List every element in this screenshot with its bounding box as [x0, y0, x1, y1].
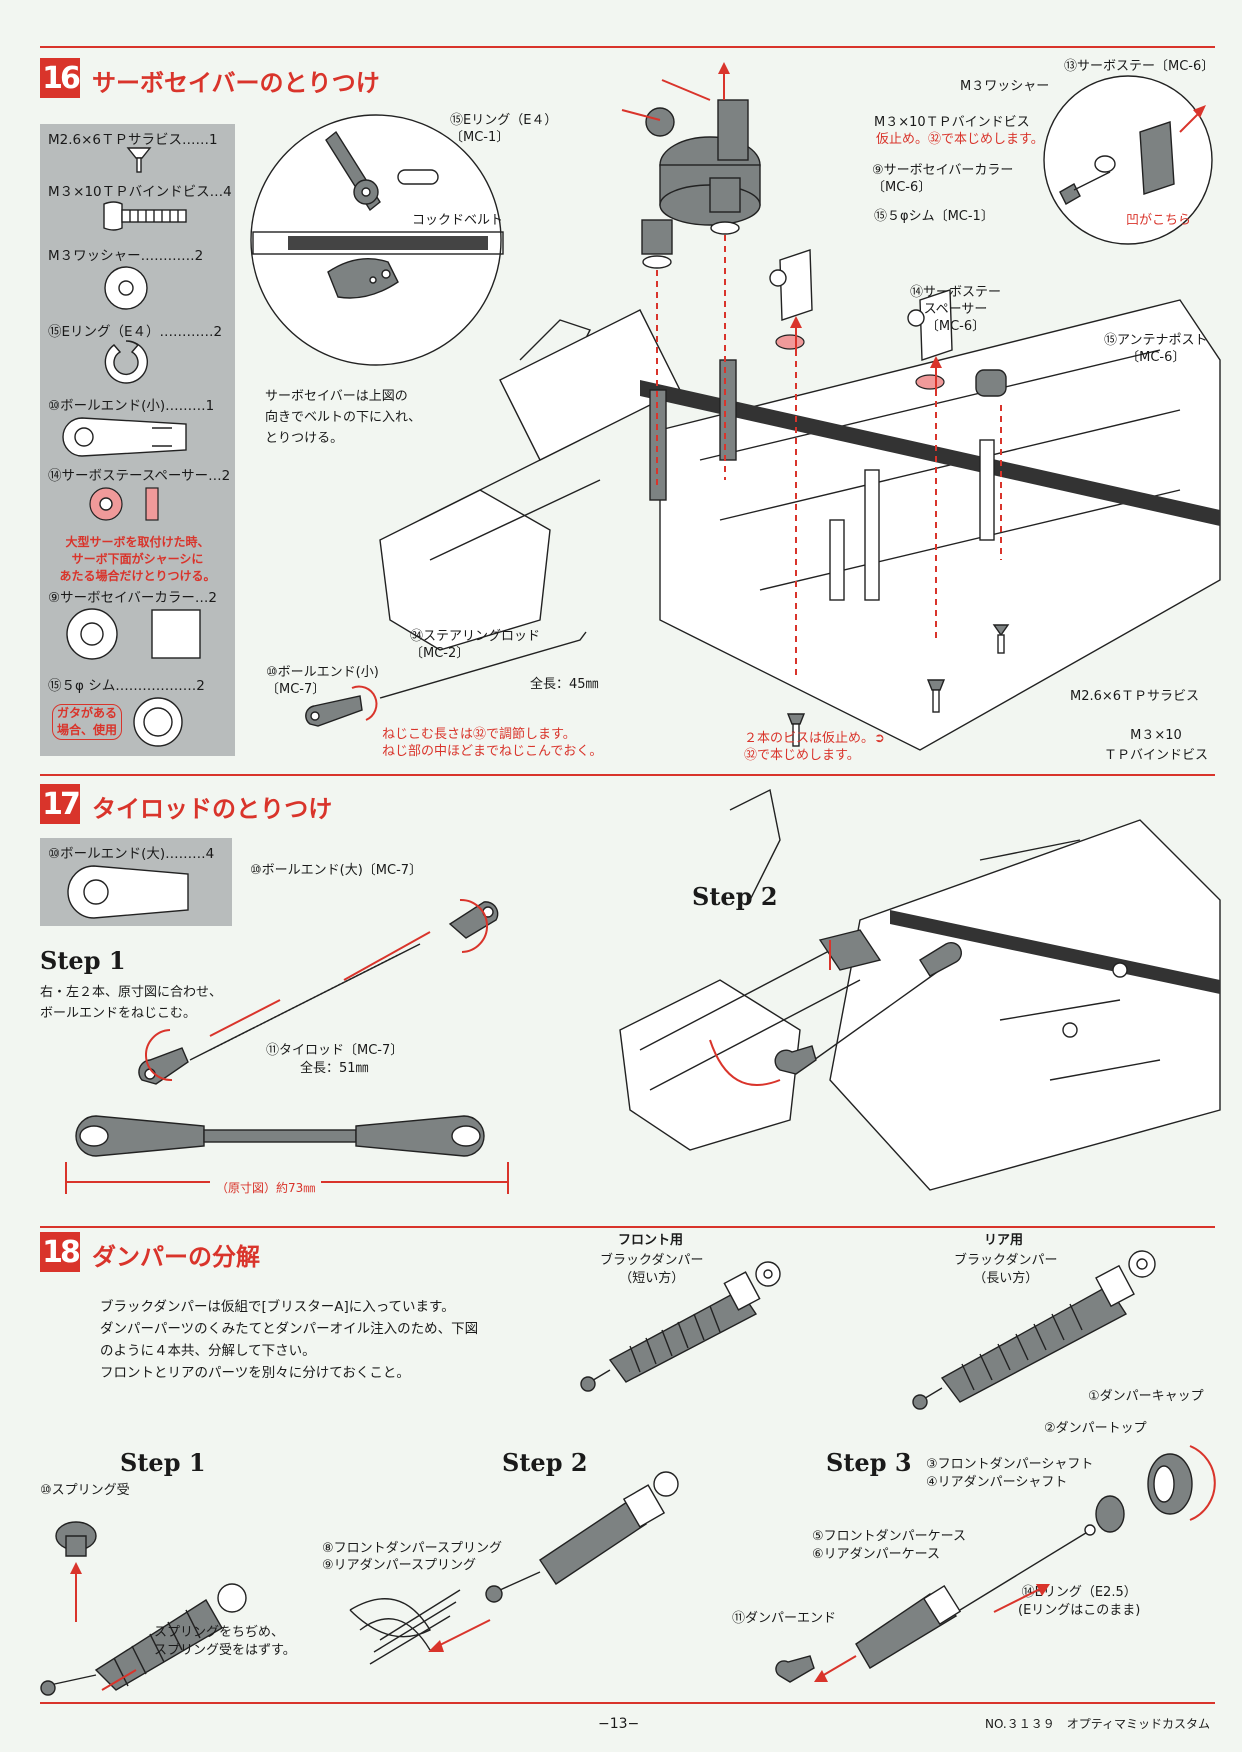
actual-size-label: （原寸図）約73㎜	[210, 1180, 322, 1197]
servo-stay-callout: ⑬サーボステー〔MC-6〕	[1064, 59, 1215, 74]
shim-callout: ⑮５φシム〔MC-1〕	[874, 209, 994, 224]
cases-callout: ⑤フロントダンパーケース ⑥リアダンパーケース	[812, 1529, 967, 1562]
section-17-number: 17	[40, 784, 81, 824]
two-screws-note: ２本のビスは仮止め。➲ ㉜で本じめします。	[744, 731, 885, 763]
section-17-title: タイロッドのとりつけ	[92, 795, 333, 823]
spring-seat-callout: ⑩スプリング受	[40, 1483, 130, 1498]
model-name: NO.３１３９ オプティマミッドカスタム	[985, 1717, 1211, 1731]
stay-spacer-icon	[89, 487, 159, 521]
part-stay-spacer: ⑭サーボステースペーサー…2	[48, 468, 231, 484]
section-17-parts-list: ⑩ボールエンド(大)………4	[40, 838, 232, 926]
section-16-parts-list: M2.6×6ＴＰサラビス……1 M３×10ＴＰバインドビス…4 M３ワッシャー……	[40, 124, 235, 756]
part-saver-collar: ⑨サーボセイバーカラー…2	[48, 590, 217, 606]
step3-damper-drawing	[775, 1445, 1216, 1683]
section-18-number: 18	[40, 1232, 81, 1272]
e-ring-icon	[104, 340, 149, 384]
part-5mm-shim: ⑮５φ シム………………2	[48, 678, 205, 694]
step2-damper-drawing	[349, 1471, 679, 1665]
inset-note: サーボセイバーは上図の 向きでベルトの下に入れ、 とりつける。	[265, 389, 422, 446]
rear-damper-title: リア用	[984, 1233, 1024, 1248]
section-18-step-2: Step 2	[502, 1448, 588, 1477]
tie-rod-install-drawing	[619, 788, 1221, 1191]
shim-note: ガタがある 場合、使用	[52, 704, 122, 740]
ball-end-small-icon	[62, 417, 187, 457]
washer-icon	[104, 266, 148, 310]
servo-saver-inset-drawing	[250, 114, 504, 366]
section-18-step-3: Step 3	[826, 1448, 912, 1477]
footer-rule	[40, 1702, 1215, 1704]
m3-bind-callout: M３×10ＴＰバインドビス	[874, 115, 1030, 130]
section-17-step-2: Step 2	[692, 882, 778, 911]
section-16-title: サーボセイバーのとりつけ	[92, 69, 380, 97]
ball-end-large-callout: ⑩ボールエンド(大)〔MC-7〕	[250, 863, 423, 878]
bind-screw-icon	[103, 201, 187, 231]
servo-stay-detail-drawing	[1043, 75, 1213, 245]
section-17-rule	[40, 774, 1215, 776]
tie-rod-actual-size-drawing	[65, 1115, 509, 1194]
step1-damper-drawing	[40, 1521, 247, 1696]
rear-damper-drawing	[912, 1250, 1156, 1410]
chassis-servo-saver-drawing	[379, 62, 1221, 751]
steering-rod-length: 全長：45㎜	[530, 677, 599, 692]
saver-collar-callout: ⑨サーボセイバーカラー 〔MC-6〕	[872, 163, 1014, 195]
stay-spacer-callout: ⑭サーボステー スペーサー 〔MC-6〕	[910, 285, 1002, 334]
ball-end-small-callout: ⑩ボールエンド(小) 〔MC-7〕	[266, 665, 379, 697]
section-17-step-1: Step 1	[40, 946, 126, 975]
screw-icon	[126, 147, 152, 173]
antenna-post-callout: ⑮アンテナポスト 〔MC-6〕	[1104, 333, 1208, 365]
steering-rod-callout: ㉞ステアリングロッド 〔MC-2〕	[410, 629, 541, 661]
front-damper-title: フロント用	[618, 1233, 684, 1248]
page-number: −13−	[598, 1716, 640, 1732]
section-18-step-1: Step 1	[120, 1448, 206, 1477]
damper-end-callout: ⑪ダンパーエンド	[732, 1611, 837, 1626]
part-m3-bind-screw: M３×10ＴＰバインドビス…4	[48, 184, 232, 200]
section-16-rule	[40, 46, 1215, 48]
rear-damper-subtitle: ブラックダンパー （長い方）	[954, 1253, 1058, 1286]
springs-callout: ⑧フロントダンパースプリング ⑨リアダンパースプリング	[322, 1541, 503, 1573]
section-18-intro: ブラックダンパーは仮組で[ブリスターA]に入っています。 ダンパーパーツのくみた…	[100, 1299, 479, 1381]
e-ring-callout: ⑮Eリング（E４） 〔MC-1〕	[450, 113, 558, 145]
tie-rod-assembly-drawing	[138, 898, 499, 1085]
ball-end-large-icon	[67, 865, 189, 919]
part-m26-screw: M2.6×6ＴＰサラビス……1	[48, 132, 218, 148]
part-ball-end-small: ⑩ボールエンド(小)………1	[48, 398, 215, 414]
damper-top-callout: ②ダンパートップ	[1044, 1421, 1147, 1436]
tie-rod-length: 全長：51㎜	[300, 1061, 369, 1076]
tie-rod-callout: ⑪タイロッド〔MC-7〕	[266, 1043, 404, 1058]
spacer-note: 大型サーボを取付けた時、 サーボ下面がシャーシに あたる場合だけとりつける。	[59, 535, 216, 583]
part-ball-end-large: ⑩ボールエンド(大)………4	[48, 846, 215, 862]
damper-cap-callout: ①ダンパーキャップ	[1088, 1389, 1204, 1404]
shafts-callout: ③フロントダンパーシャフト ④リアダンパーシャフト	[926, 1457, 1094, 1490]
e-ring-25-callout: ⑭Eリング（E2.5） (Eリングはこのまま)	[1018, 1585, 1141, 1618]
m26-screw-callout: M2.6×6ＴＰサラビス	[1070, 689, 1200, 704]
section-18-rule	[40, 1226, 1215, 1228]
dent-here-label: 凹がこちら	[1126, 213, 1192, 228]
front-damper-drawing	[580, 1261, 781, 1392]
section-18-title: ダンパーの分解	[92, 1243, 260, 1271]
shim-icon	[133, 697, 183, 747]
m3-washer-callout: M３ワッシャー	[960, 79, 1050, 94]
steering-rod-drawing	[305, 631, 587, 727]
saver-collar-icon	[66, 608, 201, 660]
section-16-number: 16	[40, 58, 81, 98]
part-e-ring: ⑮Eリング（E４）…………2	[48, 324, 223, 340]
section-17-step-1-text: 右・左２本、原寸図に合わせ、 ボールエンドをねじこむ。	[40, 985, 223, 1021]
part-m3-washer: M３ワッシャー…………2	[48, 248, 204, 264]
m3x10-callout: M３×10 ＴＰバインドビス	[1104, 728, 1209, 763]
front-damper-subtitle: ブラックダンパー （短い方）	[600, 1253, 704, 1286]
screw-length-note: ねじこむ長さは㉜で調節します。 ねじ部の中ほどまでねじこんでおく。	[382, 727, 603, 759]
compress-spring-note: スプリングをちぢめ、 スプリング受をはずす。	[154, 1625, 296, 1658]
m3-bind-note: 仮止め。㉜で本じめします。	[876, 132, 1044, 147]
cock-belt-label: コックドベルト	[412, 213, 504, 228]
